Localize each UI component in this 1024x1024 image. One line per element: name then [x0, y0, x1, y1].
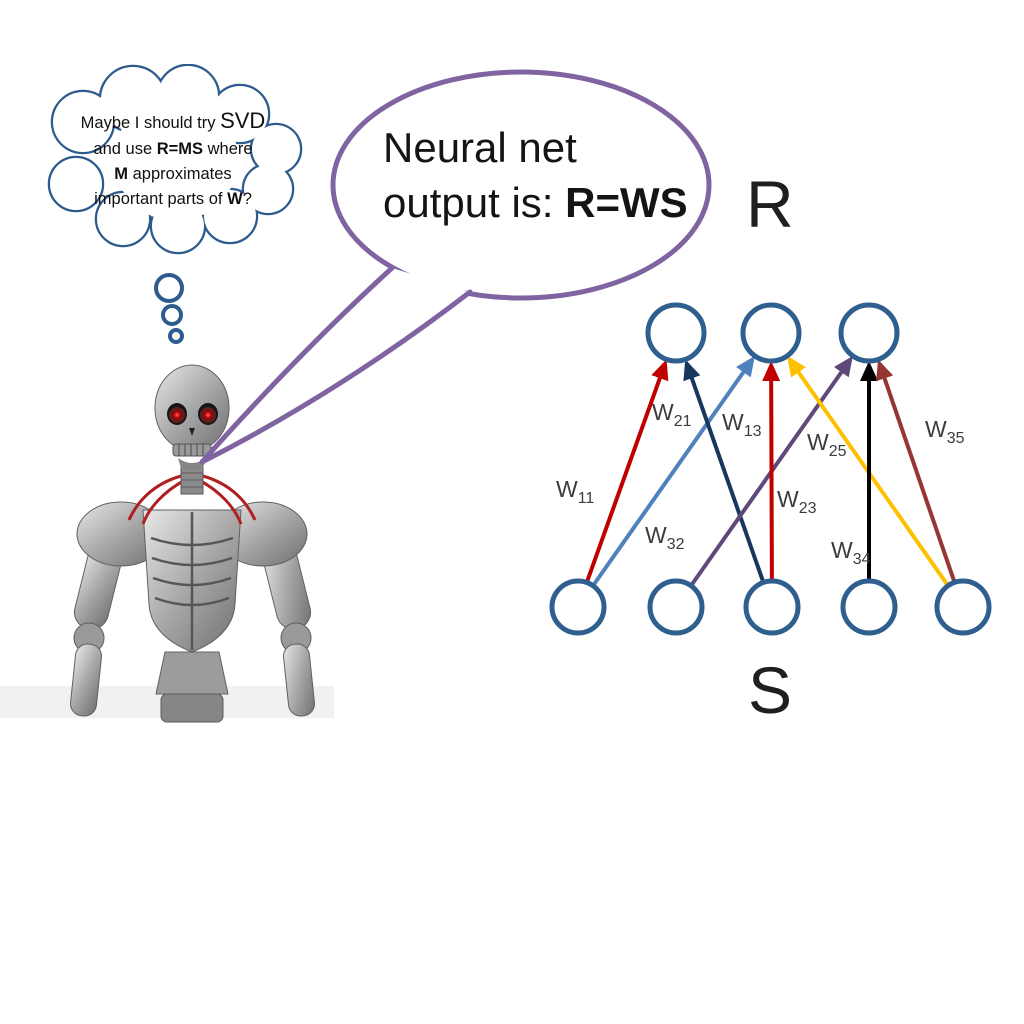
text-line: important parts of W? — [94, 189, 252, 208]
weight-edge-w35 — [876, 359, 956, 582]
weight-label-w13: W13 — [722, 409, 762, 440]
input-node-s2 — [647, 578, 705, 636]
output-node-r3 — [838, 302, 900, 364]
weight-label-w25: W25 — [807, 429, 847, 460]
thought-cloud-text: Maybe I should try SVD and use R=MS where… — [44, 104, 302, 211]
weight-label-w32: W32 — [645, 522, 685, 553]
weight-edge-w23 — [762, 360, 781, 580]
speech-bubble-shape — [199, 69, 712, 465]
robot-cables — [127, 474, 257, 525]
text-line: Maybe I should try SVD — [80, 108, 266, 133]
robot-eye-left — [172, 410, 182, 420]
input-node-s1 — [549, 578, 607, 636]
robot-eye-right — [203, 410, 213, 420]
input-node-s5 — [934, 578, 992, 636]
robot-chin — [178, 458, 206, 471]
speech-bubble-text: Neural net output is: R=WS — [383, 120, 703, 231]
robot-arms — [69, 542, 316, 717]
text-line: M approximates — [114, 164, 232, 183]
robot-nose — [189, 428, 195, 436]
text-line: output is: R=WS — [383, 179, 688, 227]
text-line: and use R=MS where — [93, 140, 253, 158]
output-layer-label: R — [746, 167, 794, 241]
output-node-r2 — [740, 302, 802, 364]
input-node-s3 — [743, 578, 801, 636]
weight-edge-w25 — [787, 355, 949, 586]
thought-cloud: Maybe I should try SVD and use R=MS where… — [28, 64, 320, 276]
weight-label-w35: W35 — [925, 416, 965, 447]
speech-bubble: Neural net output is: R=WS — [180, 62, 720, 482]
text-line: Neural net — [383, 124, 577, 171]
thought-cloud-shape — [47, 64, 303, 255]
speech-bubble-tail — [199, 265, 473, 465]
weight-label-w34: W34 — [831, 537, 871, 568]
input-layer-label: S — [748, 653, 793, 727]
robot-illustration — [45, 352, 340, 727]
robot-torso — [76, 501, 308, 723]
robot-image — [69, 364, 316, 723]
robot-head — [154, 364, 230, 471]
thought-trail-bubbles — [154, 273, 184, 344]
weight-label-w23: W23 — [777, 486, 817, 517]
robot-teeth — [178, 444, 204, 456]
input-node-s4 — [840, 578, 898, 636]
